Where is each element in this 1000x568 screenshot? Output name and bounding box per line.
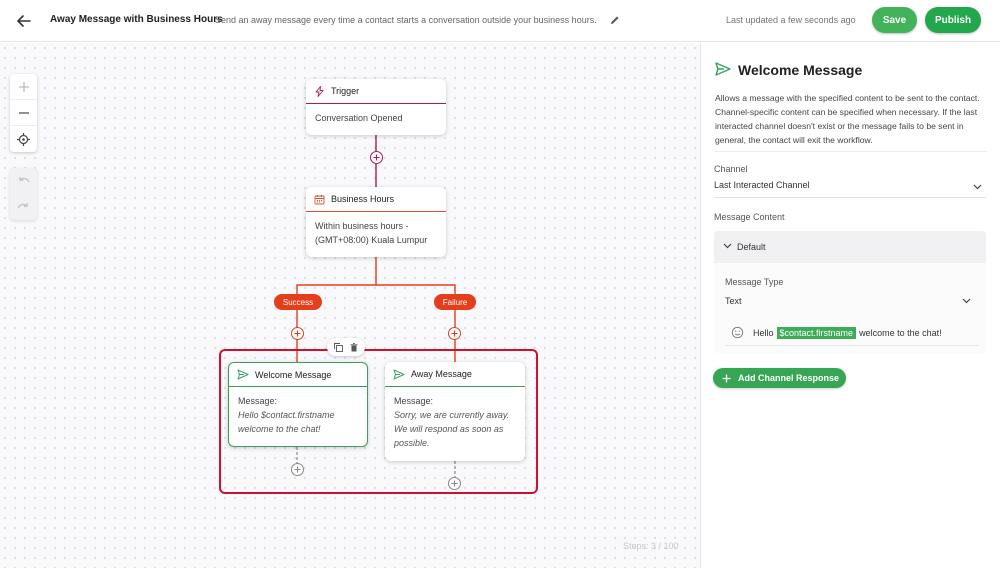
- message-line: Hello $contact.firstname: [238, 410, 335, 420]
- node-body: Message: Hello $contact.firstname welcom…: [229, 387, 367, 443]
- redo-button[interactable]: [10, 194, 37, 220]
- add-step-button[interactable]: [291, 327, 304, 340]
- chevron-down-icon[interactable]: [723, 243, 732, 249]
- lightning-icon: [315, 85, 324, 97]
- plus-icon: [294, 466, 301, 473]
- workflow-description: Send an away message every time a contac…: [215, 15, 597, 25]
- crosshair-icon: [17, 132, 30, 146]
- top-bar: Away Message with Business Hours Send an…: [0, 0, 1000, 42]
- away-message-node[interactable]: Away Message Message: Sorry, we are curr…: [385, 362, 525, 461]
- message-prefix: Hello: [753, 327, 774, 338]
- business-hours-node[interactable]: Business Hours Within business hours - (…: [306, 187, 446, 257]
- plus-icon: [18, 81, 29, 92]
- selection-box: [219, 349, 538, 494]
- divider: [715, 151, 987, 152]
- plus-icon: [451, 480, 458, 487]
- add-step-button[interactable]: [448, 477, 461, 490]
- message-line: Sorry, we are currently away.: [394, 410, 510, 420]
- message-type-label: Message Type: [725, 277, 784, 287]
- node-body: Message: Sorry, we are currently away. W…: [385, 387, 525, 457]
- node-title: Business Hours: [331, 194, 395, 204]
- calendar-icon: [314, 194, 325, 204]
- node-body-line: Within business hours -: [315, 221, 409, 231]
- node-title: Trigger: [331, 86, 360, 96]
- channel-select[interactable]: Last Interacted Channel: [714, 180, 986, 198]
- add-step-button[interactable]: [370, 151, 383, 164]
- message-type-select[interactable]: Text: [725, 296, 742, 306]
- node-action-toolbar: [327, 338, 365, 356]
- trigger-node[interactable]: Trigger Conversation Opened: [306, 79, 446, 135]
- zoom-out-button[interactable]: [10, 100, 37, 126]
- default-label: Default: [737, 242, 766, 252]
- panel-title: Welcome Message: [738, 62, 863, 78]
- zoom-controls: [10, 74, 37, 152]
- node-header: Welcome Message: [229, 363, 367, 387]
- node-header: Business Hours: [306, 187, 446, 212]
- trash-icon[interactable]: [350, 342, 358, 352]
- pencil-icon[interactable]: [609, 14, 621, 26]
- last-updated-text: Last updated a few seconds ago: [726, 15, 856, 25]
- success-branch-label: Success: [274, 294, 322, 310]
- back-arrow-icon[interactable]: [14, 11, 34, 31]
- history-controls: [10, 168, 37, 220]
- undo-icon: [19, 177, 30, 183]
- chevron-down-icon[interactable]: [962, 298, 971, 304]
- variable-chip[interactable]: $contact.firstname: [776, 326, 857, 339]
- steps-counter: Steps: 3 / 100: [623, 541, 679, 551]
- default-collapse-header[interactable]: [714, 231, 986, 263]
- node-title: Away Message: [411, 369, 472, 379]
- message-line: We will respond as soon as: [394, 424, 504, 434]
- message-line: welcome to the chat!: [238, 424, 321, 434]
- node-header: Away Message: [385, 362, 525, 387]
- message-text-field[interactable]: Hello $contact.firstname welcome to the …: [725, 320, 979, 346]
- message-line: possible.: [394, 438, 430, 448]
- add-channel-response-button[interactable]: Add Channel Response: [713, 368, 846, 388]
- send-icon: [237, 369, 249, 380]
- channel-label: Channel: [714, 164, 748, 174]
- node-header: Trigger: [306, 79, 446, 104]
- message-label: Message:: [394, 396, 434, 406]
- node-body: Conversation Opened: [315, 113, 403, 123]
- copy-icon[interactable]: [334, 342, 344, 352]
- workflow-title: Away Message with Business Hours: [50, 14, 223, 25]
- redo-icon: [17, 203, 28, 209]
- welcome-message-node[interactable]: Welcome Message Message: Hello $contact.…: [228, 362, 368, 447]
- message-label: Message:: [238, 396, 278, 406]
- add-step-button[interactable]: [291, 463, 304, 476]
- undo-button[interactable]: [10, 168, 37, 194]
- failure-branch-label: Failure: [434, 294, 476, 310]
- panel-description: Allows a message with the specified cont…: [715, 93, 980, 145]
- message-content-label: Message Content: [714, 212, 785, 222]
- send-icon: [393, 369, 405, 379]
- emoji-icon[interactable]: [731, 326, 744, 339]
- plus-icon: [373, 154, 380, 161]
- message-suffix: welcome to the chat!: [859, 327, 942, 338]
- save-button[interactable]: Save: [872, 7, 917, 33]
- node-body-line: (GMT+08:00) Kuala Lumpur: [315, 235, 428, 245]
- recenter-button[interactable]: [10, 126, 37, 152]
- zoom-in-button[interactable]: [10, 74, 37, 100]
- add-channel-response-label: Add Channel Response: [738, 373, 840, 383]
- send-icon: [715, 62, 731, 76]
- add-step-button[interactable]: [448, 327, 461, 340]
- plus-icon: [294, 330, 301, 337]
- node-body: Within business hours - (GMT+08:00) Kual…: [306, 212, 446, 254]
- plus-icon: [451, 330, 458, 337]
- plus-icon: [722, 374, 731, 382]
- minus-icon: [18, 111, 29, 114]
- node-title: Welcome Message: [255, 369, 332, 380]
- publish-button[interactable]: Publish: [925, 7, 981, 33]
- chevron-down-icon[interactable]: [973, 184, 982, 190]
